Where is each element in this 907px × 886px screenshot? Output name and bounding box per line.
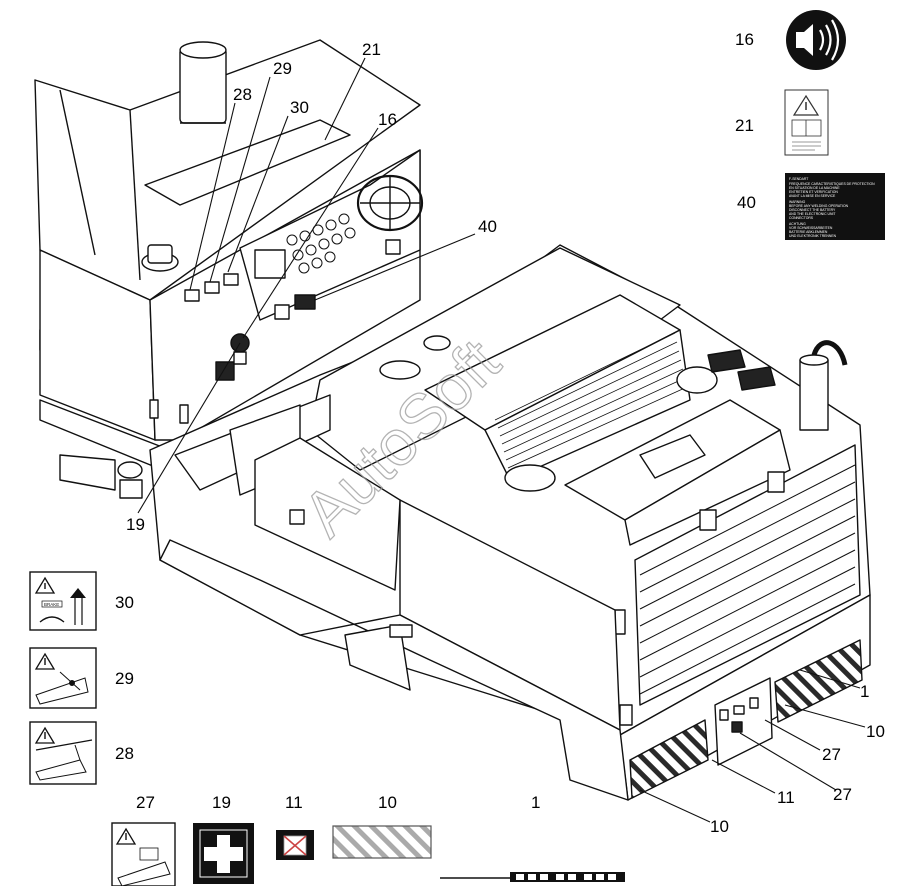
legend-left: BRAKE 30 29 28	[29, 571, 134, 785]
hazard-stripes-panel	[332, 825, 432, 859]
callout-28: 28	[233, 85, 252, 104]
machine-callouts: 21 29 28 30 16 40 19 1 10 27 27 11 10	[126, 40, 885, 836]
svg-text:F-SENDART: F-SENDART	[789, 177, 808, 181]
rear-hazard-decal	[111, 822, 176, 886]
svg-text:VOR SCHWEISSARBEITEN: VOR SCHWEISSARBEITEN	[789, 226, 833, 230]
legend-label-29: 29	[115, 669, 134, 688]
machine-drawing	[34, 39, 871, 801]
no-touch-decal	[276, 830, 314, 860]
svg-text:EN SITUATION DE LA MACHINE: EN SITUATION DE LA MACHINE	[789, 186, 840, 190]
callout-21: 21	[362, 40, 381, 59]
svg-text:UND ELEKTRONIK TRENNEN: UND ELEKTRONIK TRENNEN	[789, 234, 837, 238]
callout-11: 27	[833, 785, 852, 804]
svg-text:CONNECTORS: CONNECTORS	[789, 216, 814, 220]
callout-29: 29	[273, 59, 292, 78]
svg-text:WARNING: WARNING	[789, 200, 806, 204]
leader-lines	[137, 57, 866, 823]
svg-text:BRAKE: BRAKE	[44, 602, 59, 607]
horn-icon	[786, 10, 846, 70]
svg-text:ACHTUNG: ACHTUNG	[789, 222, 806, 226]
steering-warning-decal: BRAKE	[29, 571, 97, 631]
legend-label-11: 11	[285, 793, 303, 812]
svg-text:BATTERIE ABKLEMMEN: BATTERIE ABKLEMMEN	[789, 230, 828, 234]
callout-30: 30	[290, 98, 309, 117]
svg-text:AVANT LA MISE EN SERVICE: AVANT LA MISE EN SERVICE	[789, 194, 836, 198]
callout-10-upper: 10	[866, 722, 885, 741]
legend-bottom: 27 19 11 10 1	[111, 793, 625, 886]
read-manual-decal	[784, 89, 829, 156]
model-name-decal	[440, 872, 625, 882]
svg-text:ENTRETIEN ET VERIFICATION: ENTRETIEN ET VERIFICATION	[789, 190, 838, 194]
callout-19: 19	[126, 515, 145, 534]
callout-40: 40	[478, 217, 497, 236]
callout-16: 16	[378, 110, 397, 129]
legend-label-30: 30	[115, 593, 134, 612]
legend-label-16: 16	[735, 30, 754, 49]
first-aid-icon	[193, 823, 254, 884]
legend-label-1: 1	[531, 793, 540, 812]
text-warning-decal: F-SENDART FREQUENCE CARACTERISTIQUES DE …	[785, 173, 885, 240]
svg-text:FREQUENCE CARACTERISTIQUES DE: FREQUENCE CARACTERISTIQUES DE PROTECTION	[789, 182, 875, 186]
svg-text:DISCONNECT THE BATTERY: DISCONNECT THE BATTERY	[789, 208, 836, 212]
crush-hazard-decal	[29, 647, 97, 709]
legend-right: 16 21 40 F-SENDART FREQUENCE CARACTERIST…	[735, 10, 885, 240]
legend-label-10: 10	[378, 793, 397, 812]
svg-text:AND THE ELECTRONIC UNIT: AND THE ELECTRONIC UNIT	[789, 212, 835, 216]
legend-label-21: 21	[735, 116, 754, 135]
overhead-hazard-decal	[29, 721, 97, 785]
legend-label-27: 27	[136, 793, 155, 812]
callout-10-lower: 10	[710, 817, 729, 836]
legend-label-28: 28	[115, 744, 134, 763]
callout-27-lower: 11	[777, 788, 795, 807]
svg-text:BEFORE ANY WELDING OPERATION: BEFORE ANY WELDING OPERATION	[789, 204, 849, 208]
callout-27-upper: 27	[822, 745, 841, 764]
legend-label-19: 19	[212, 793, 231, 812]
legend-label-40: 40	[737, 193, 756, 212]
callout-1: 1	[860, 682, 869, 701]
